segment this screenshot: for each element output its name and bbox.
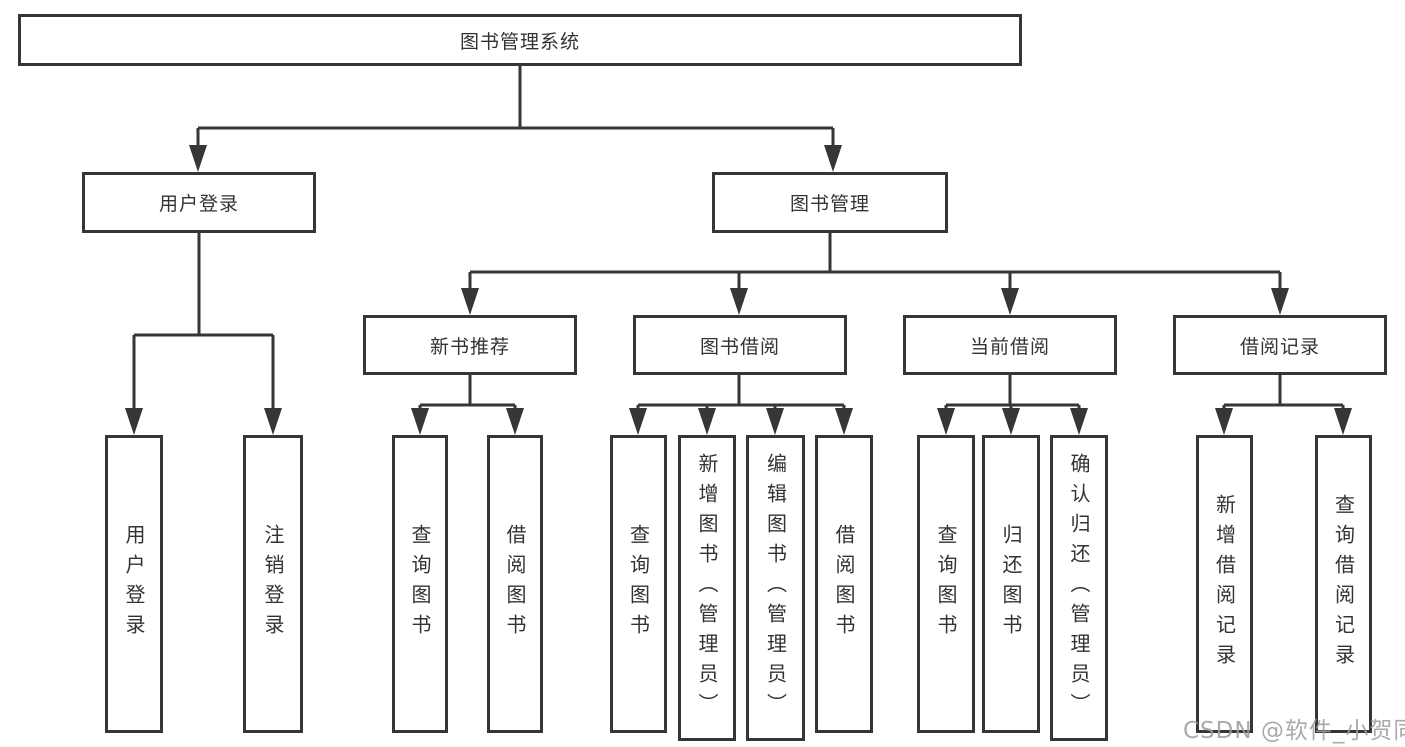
csdn-watermark: CSDN @软件_小贺同学 (1183, 718, 1405, 744)
node-new-book-recommendation: 新书推荐 (363, 315, 577, 375)
node-current-borrowing: 当前借阅 (903, 315, 1117, 375)
node-leaf-user-login: 用户登录 (105, 435, 163, 733)
node-book-borrowing: 图书借阅 (633, 315, 847, 375)
arrowhead-icon (1001, 288, 1019, 315)
node-leaf-query-book-borrow: 查询图书 (610, 435, 667, 733)
node-leaf-borrow-book: 借阅图书 (815, 435, 873, 733)
arrowhead-icon (629, 408, 647, 435)
arrowhead-icon (1271, 288, 1289, 315)
arrowhead-icon (730, 288, 748, 315)
node-leaf-edit-book-admin: 编辑图书（管理员） (746, 435, 805, 741)
node-leaf-query-book-current: 查询图书 (917, 435, 975, 733)
arrowhead-icon (461, 288, 479, 315)
node-book-management: 图书管理 (712, 172, 948, 233)
arrowhead-icon (264, 408, 282, 435)
node-borrowing-records: 借阅记录 (1173, 315, 1387, 375)
node-leaf-confirm-return-admin: 确认归还（管理员） (1050, 435, 1108, 741)
node-leaf-logout: 注销登录 (243, 435, 303, 733)
arrowhead-icon (1070, 408, 1088, 435)
arrowhead-icon (1334, 408, 1352, 435)
node-leaf-query-borrow-record: 查询借阅记录 (1315, 435, 1372, 733)
node-leaf-borrow-book-rec: 借阅图书 (487, 435, 543, 733)
node-leaf-add-book-admin: 新增图书（管理员） (678, 435, 736, 741)
arrowhead-icon (937, 408, 955, 435)
arrowhead-icon (1002, 408, 1020, 435)
arrowhead-icon (506, 408, 524, 435)
arrowhead-icon (698, 408, 716, 435)
node-leaf-query-book-rec: 查询图书 (392, 435, 448, 733)
arrowhead-icon (1215, 408, 1233, 435)
node-leaf-return-book: 归还图书 (982, 435, 1040, 733)
arrowhead-icon (824, 145, 842, 172)
arrowhead-icon (189, 145, 207, 172)
node-leaf-add-borrow-record: 新增借阅记录 (1196, 435, 1253, 733)
arrowhead-icon (125, 408, 143, 435)
arrowhead-icon (411, 408, 429, 435)
node-user-login: 用户登录 (82, 172, 316, 233)
arrowhead-icon (766, 408, 784, 435)
node-library-system: 图书管理系统 (18, 14, 1022, 66)
arrowhead-icon (835, 408, 853, 435)
